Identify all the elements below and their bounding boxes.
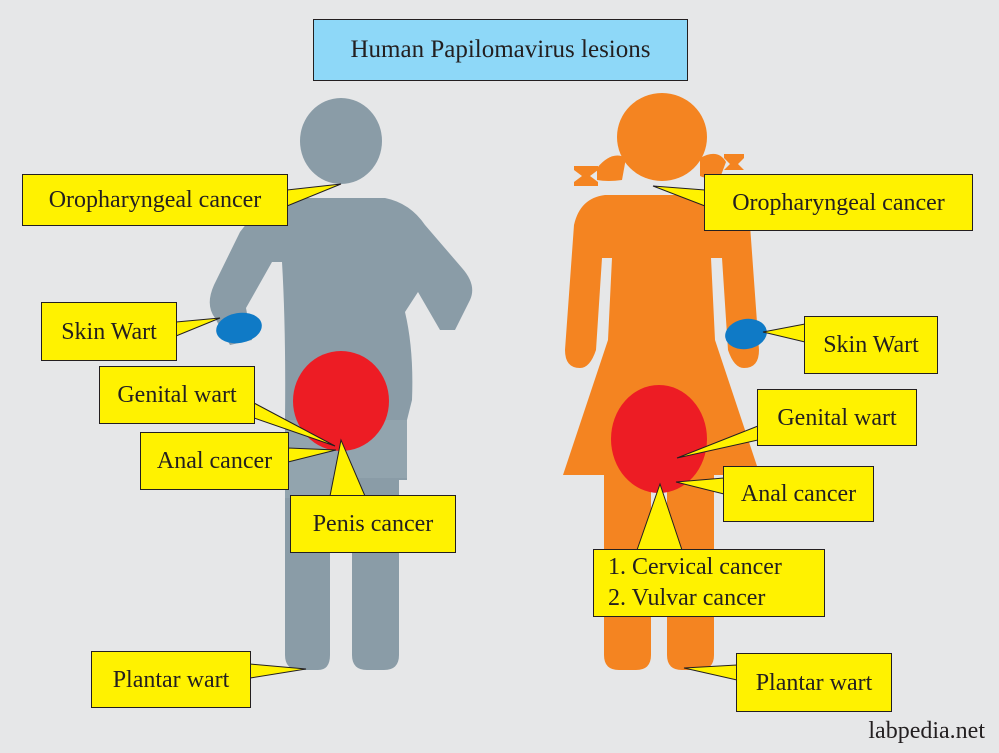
female-genital-lesion: [611, 385, 707, 493]
callout-pointers: [175, 183, 806, 681]
label-female-oropharyngeal-cancer: Oropharyngeal cancer: [704, 174, 973, 231]
label-male-genital-wart: Genital wart: [99, 366, 255, 424]
female-pigtail-left: [597, 155, 626, 181]
label-female-skin-wart: Skin Wart: [804, 316, 938, 374]
pointer-male-skin-wart: [175, 317, 221, 337]
male-genital-lesion: [293, 351, 389, 451]
male-skin-wart: [216, 312, 262, 344]
label-male-anal-cancer: Anal cancer: [140, 432, 289, 490]
female-skin-wart: [725, 318, 767, 350]
male-head: [300, 98, 382, 184]
site-credit: labpedia.net: [868, 718, 985, 744]
pointer-female-plantar-wart: [683, 664, 738, 681]
label-female-cervical-cancer: 1. Cervical cancer: [608, 554, 782, 581]
label-female-anal-cancer: Anal cancer: [723, 466, 874, 522]
label-male-skin-wart: Skin Wart: [41, 302, 177, 361]
label-female-plantar-wart: Plantar wart: [736, 653, 892, 712]
label-male-plantar-wart: Plantar wart: [91, 651, 251, 708]
female-hair-tie-left: [574, 166, 598, 186]
label-male-oropharyngeal-cancer: Oropharyngeal cancer: [22, 174, 288, 226]
female-head: [617, 93, 707, 181]
female-pigtail-right: [700, 153, 726, 179]
label-female-cervical-vulvar-cancer: 1. Cervical cancer 2. Vulvar cancer: [593, 549, 825, 617]
label-male-penis-cancer: Penis cancer: [290, 495, 456, 553]
label-female-vulvar-cancer: 2. Vulvar cancer: [608, 585, 766, 611]
label-female-genital-wart: Genital wart: [757, 389, 917, 446]
pointer-female-skin-wart: [762, 323, 806, 343]
diagram-title: Human Papilomavirus lesions: [313, 19, 688, 81]
female-hair-tie-right: [724, 154, 744, 170]
